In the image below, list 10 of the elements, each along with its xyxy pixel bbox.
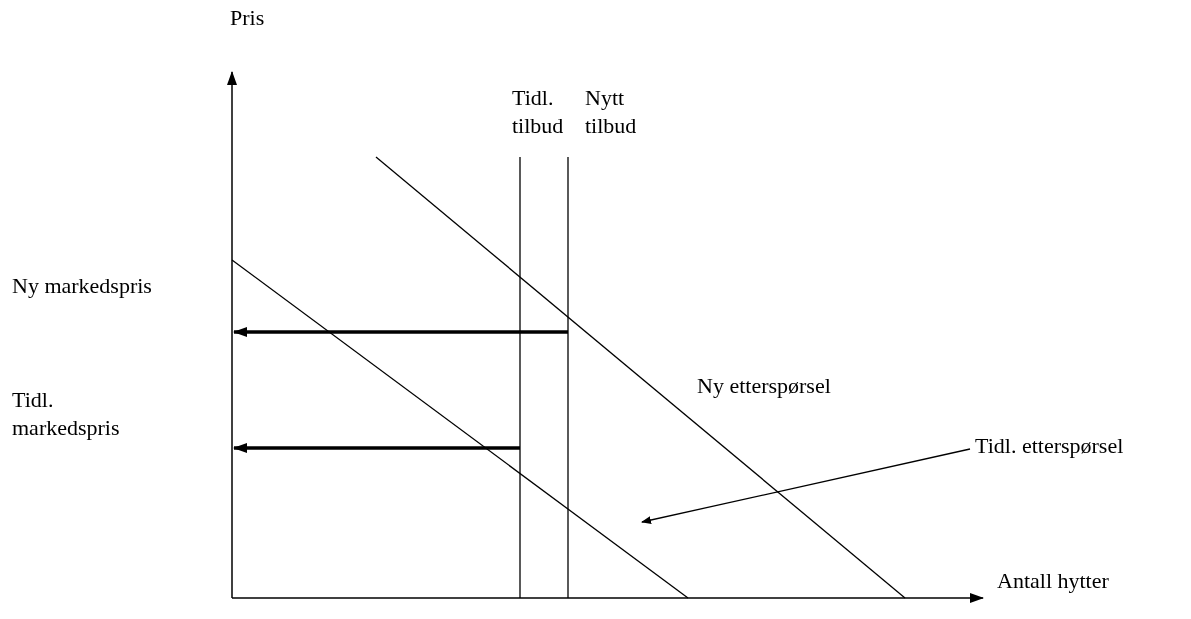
curve-label: Tidl. etterspørsel bbox=[975, 432, 1124, 460]
leader-line bbox=[641, 448, 971, 524]
demand-line bbox=[231, 259, 689, 599]
axis-label: Tidl. markedspris bbox=[12, 386, 121, 442]
axis-label: Antall hytter bbox=[997, 567, 1109, 595]
axis-label: Tidl. tilbud bbox=[512, 84, 565, 140]
axis-label: Nytt tilbud bbox=[585, 84, 638, 140]
axis-label: Ny etterspørsel bbox=[697, 372, 831, 400]
axis-label: Ny markedspris bbox=[12, 272, 153, 300]
axis-label: Pris bbox=[230, 4, 265, 32]
